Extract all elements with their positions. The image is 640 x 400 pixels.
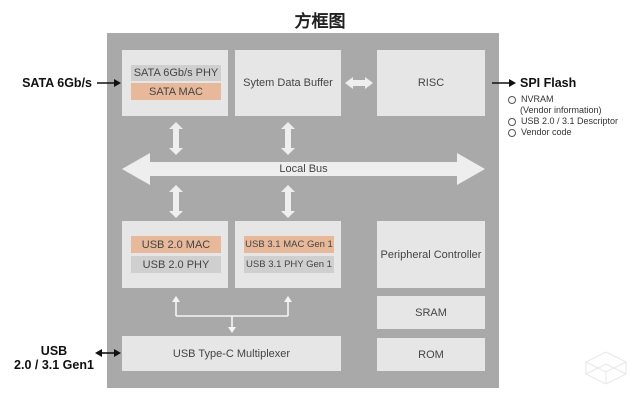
buffer-risc-arrow bbox=[345, 77, 373, 89]
usb-arrow-left bbox=[95, 349, 102, 357]
spi-item-usb-descriptor: USB 2.0 / 3.1 Descriptor bbox=[508, 116, 638, 127]
spi-arrow bbox=[509, 79, 516, 87]
usb-mux-connector bbox=[175, 301, 289, 329]
risc-block: RISC bbox=[377, 50, 485, 116]
circle-bullet-icon bbox=[508, 129, 516, 137]
sata-phy-bar: SATA 6Gb/s PHY bbox=[131, 65, 221, 81]
usb-arrow-right bbox=[114, 349, 121, 357]
buffer-bus-arrow bbox=[281, 122, 295, 155]
usb-interface-label-2: 2.0 / 3.1 Gen1 bbox=[14, 358, 94, 372]
bus-usb2-arrow bbox=[169, 185, 183, 218]
usb-typec-multiplexer-block: USB Type-C Multiplexer bbox=[122, 336, 341, 371]
usb31-mac-bar: USB 3.1 MAC Gen 1 bbox=[244, 236, 334, 253]
circle-bullet-icon bbox=[508, 96, 516, 104]
system-data-buffer-block: Sytem Data Buffer bbox=[235, 50, 341, 116]
sata-arrow bbox=[114, 79, 121, 87]
rom-block: ROM bbox=[377, 338, 485, 371]
usb2-mac-bar: USB 2.0 MAC bbox=[131, 236, 221, 253]
usb31-block bbox=[235, 221, 341, 288]
spi-item-vendor-code: Vendor code bbox=[508, 127, 638, 138]
peripheral-controller-block: Peripheral Controller bbox=[377, 221, 485, 288]
diagram-title: 方框图 bbox=[294, 12, 346, 32]
sata-bus-arrow bbox=[169, 122, 183, 155]
local-bus-arrow bbox=[122, 153, 485, 185]
sram-block: SRAM bbox=[377, 296, 485, 329]
sata-interface-label: SATA 6Gb/s bbox=[22, 76, 92, 90]
spi-flash-contents: NVRAM (Vendor information) USB 2.0 / 3.1… bbox=[508, 94, 638, 138]
bus-usb31-arrow bbox=[281, 185, 295, 218]
sata-mac-bar: SATA MAC bbox=[131, 83, 221, 100]
usb31-phy-bar: USB 3.1 PHY Gen 1 bbox=[244, 256, 334, 273]
local-bus-label: Local Bus bbox=[279, 163, 328, 175]
spi-flash-label: SPI Flash bbox=[520, 76, 577, 90]
usb2-phy-bar: USB 2.0 PHY bbox=[131, 256, 221, 273]
usb2-block bbox=[122, 221, 228, 288]
circle-bullet-icon bbox=[508, 118, 516, 126]
spi-item-nvram: NVRAM bbox=[508, 94, 638, 105]
spi-item-vendor-info: (Vendor information) bbox=[520, 105, 602, 115]
usb-interface-label-1: USB bbox=[40, 344, 68, 358]
